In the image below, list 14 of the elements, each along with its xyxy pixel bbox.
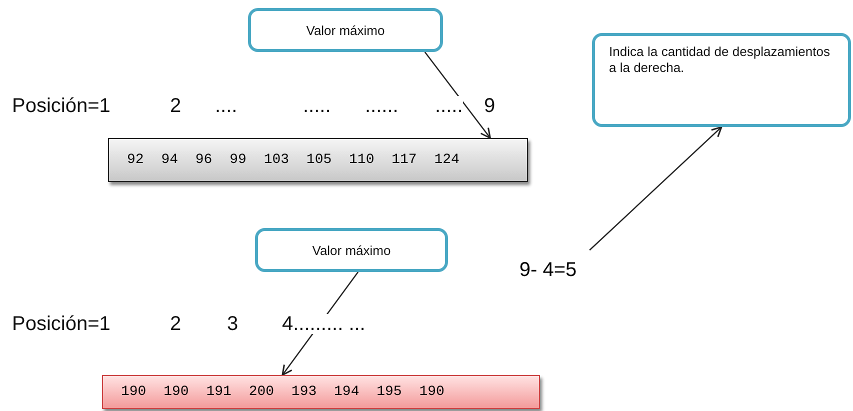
array-values: 92 94 96 99 103 105 110 117 124 [127, 152, 460, 168]
arrow [424, 52, 491, 139]
callout-text: Valor máximo [306, 22, 385, 38]
position-label: 4......... ... [282, 314, 366, 334]
callout-text: Indica la cantidad de desplazamientos a la derecha. [608, 44, 831, 76]
array-box [108, 138, 528, 182]
callout-box [248, 8, 443, 52]
arrow [589, 126, 722, 251]
callout-box [592, 33, 851, 127]
callout-box [255, 228, 448, 272]
array-box [102, 375, 540, 409]
array-values: 190 190 191 200 193 194 195 190 [121, 384, 444, 400]
callout-text: Valor máximo [312, 242, 391, 258]
formula-text: 9- 4=5 [508, 254, 588, 286]
